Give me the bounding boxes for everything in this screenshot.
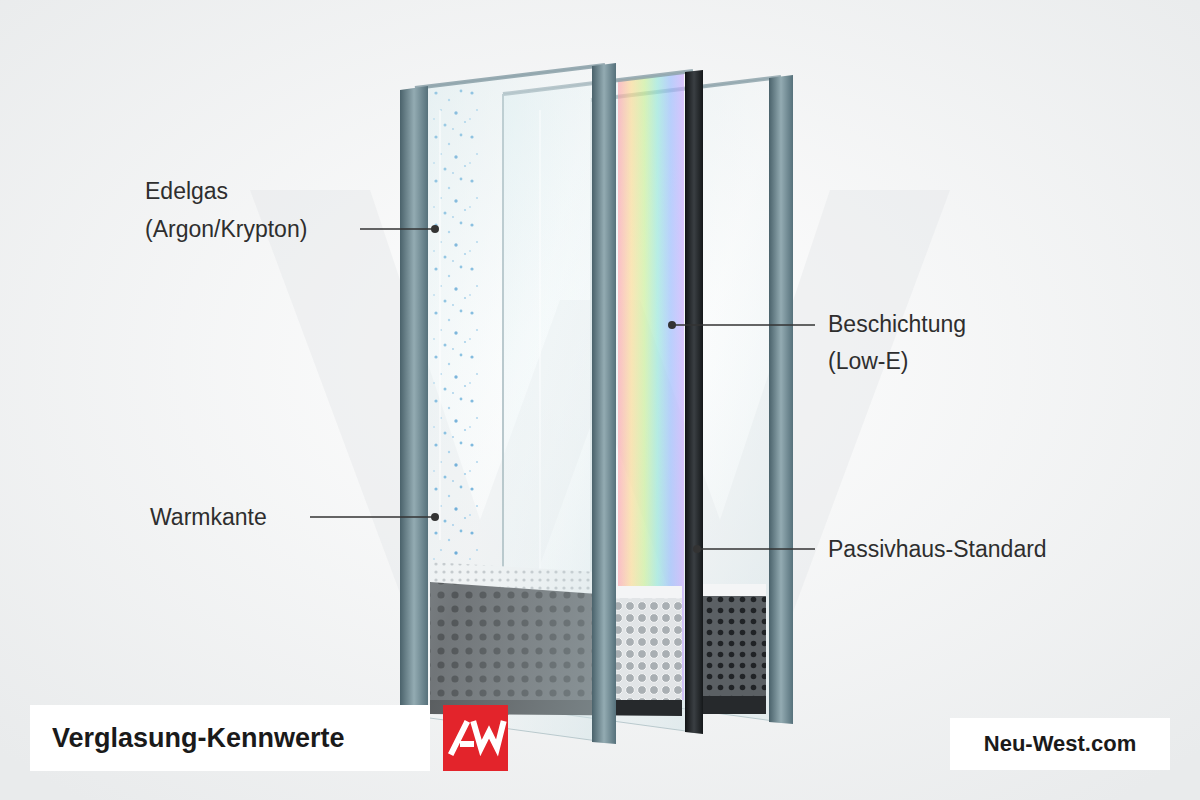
title-text: Verglasung-Kennwerte (52, 723, 345, 754)
warm-edge-spacer (702, 596, 766, 696)
glass-pane (415, 65, 605, 742)
leader-line (310, 516, 433, 518)
leader-line (674, 324, 815, 326)
reflection (439, 110, 441, 540)
callout-label: Passivhaus-Standard (828, 530, 1168, 568)
pane-edge-bar (685, 70, 703, 734)
title-panel: Verglasung-Kennwerte (30, 705, 430, 771)
spacer-cap (616, 586, 682, 598)
leader-line (699, 548, 815, 550)
pane-edge (415, 65, 605, 88)
pane-edge-bar (592, 63, 616, 744)
logo-mark (452, 724, 503, 752)
callout-label: Warmkante (150, 498, 370, 536)
leader-dot (431, 225, 439, 233)
logo-square (443, 705, 508, 771)
sealant (702, 696, 766, 714)
callout-label: Beschichtung (Low-E) (828, 306, 1018, 380)
pane-edge-bar (769, 75, 793, 724)
spacer-cap (702, 584, 766, 596)
pane-edge-bar (400, 86, 428, 718)
spacer-section (616, 598, 682, 700)
leader-dot (431, 513, 439, 521)
leader-dot (693, 545, 701, 553)
leader-line (360, 228, 433, 230)
callout-label: Edelgas (Argon/Krypton) (145, 172, 335, 248)
website-label: Neu-West.com (950, 718, 1170, 770)
leader-dot (668, 321, 676, 329)
